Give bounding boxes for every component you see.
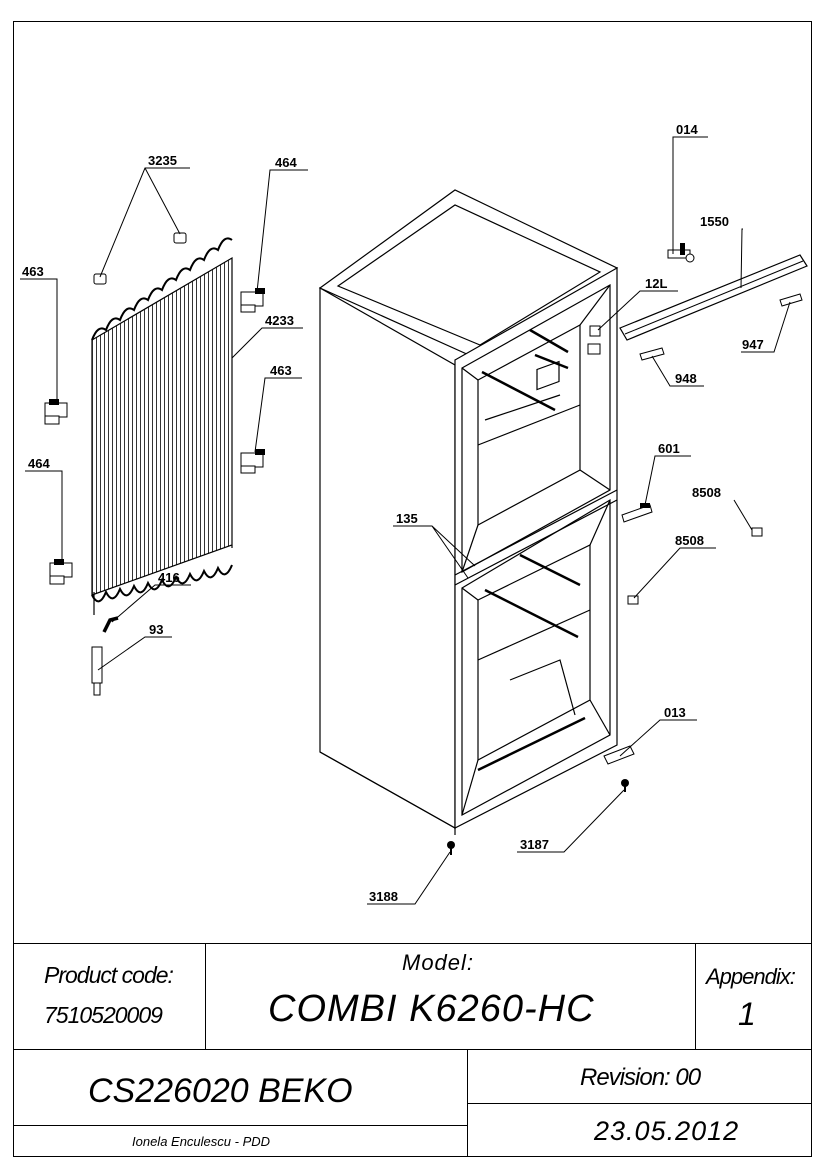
stopper-part-8508-a [751,527,763,537]
callout-463-right: 463 [270,363,292,378]
callout-601: 601 [658,441,680,456]
author-cell: Ionela Enculescu - PDD [13,1125,468,1157]
callout-labels: 3235 464 463 4233 463 464 416 93 014 155… [22,122,764,904]
condenser-coil [91,237,233,615]
foot-part-3188 [447,841,455,855]
callout-3188: 3188 [369,889,398,904]
revision-cell: Revision: 00 [467,1049,812,1104]
pipe-part-416 [102,616,119,633]
leader-lines [20,136,791,905]
clip-part-463-right [240,449,265,474]
callout-8508-upper: 8508 [692,485,721,500]
product-code-label: Product code: [44,962,174,988]
callout-464-top: 464 [275,155,297,170]
model-cell: Model: COMBI K6260-HC [205,943,696,1050]
filter-drier-part-93 [91,646,103,696]
appendix-cell: Appendix: 1 [695,943,812,1050]
callout-948: 948 [675,371,697,386]
callout-464-left: 464 [28,456,50,471]
callout-8508-lower: 8508 [675,533,704,548]
callout-013: 013 [664,705,686,720]
author: Ionela Enculescu - PDD [132,1134,271,1149]
stopper-part-8508-b [627,595,639,605]
model-value: COMBI K6260-HC [268,988,595,1030]
model-label: Model: [402,950,475,975]
callout-3235: 3235 [148,153,177,168]
clip-part-464-right [240,288,265,313]
clip-part-464-left [49,559,73,585]
appendix-label: Appendix: [706,964,796,989]
door-hinge-part-014 [667,243,695,263]
callout-3187: 3187 [520,837,549,852]
foot-part-3187 [621,779,629,792]
callout-93: 93 [149,622,163,637]
callout-1550: 1550 [700,214,729,229]
date-cell: 23.05.2012 [467,1103,812,1157]
callout-014: 014 [676,122,698,137]
callout-463-left: 463 [22,264,44,279]
clip-part-12l [587,325,601,355]
revision: Revision: 00 [580,1064,701,1091]
callout-947: 947 [742,337,764,352]
cap-part-947 [779,293,803,307]
appendix-value: 1 [738,996,756,1032]
cap-part-948 [639,347,665,361]
callout-4233: 4233 [265,313,294,328]
callout-135: 135 [396,511,418,526]
product-code-value: 7510520009 [44,1002,163,1028]
callout-12l: 12L [645,276,667,291]
date: 23.05.2012 [594,1116,740,1146]
clip-part-463-left [44,399,68,425]
product-code-cell: Product code: 7510520009 [13,943,206,1050]
middle-hinge-part-601 [621,503,653,523]
refrigerator-cabinet [318,189,619,835]
hinge-cover-part-1550 [619,254,808,341]
callout-416: 416 [158,570,180,585]
document-number: CS226020 BEKO [88,1072,353,1110]
document-cell: CS226020 BEKO [13,1049,468,1126]
